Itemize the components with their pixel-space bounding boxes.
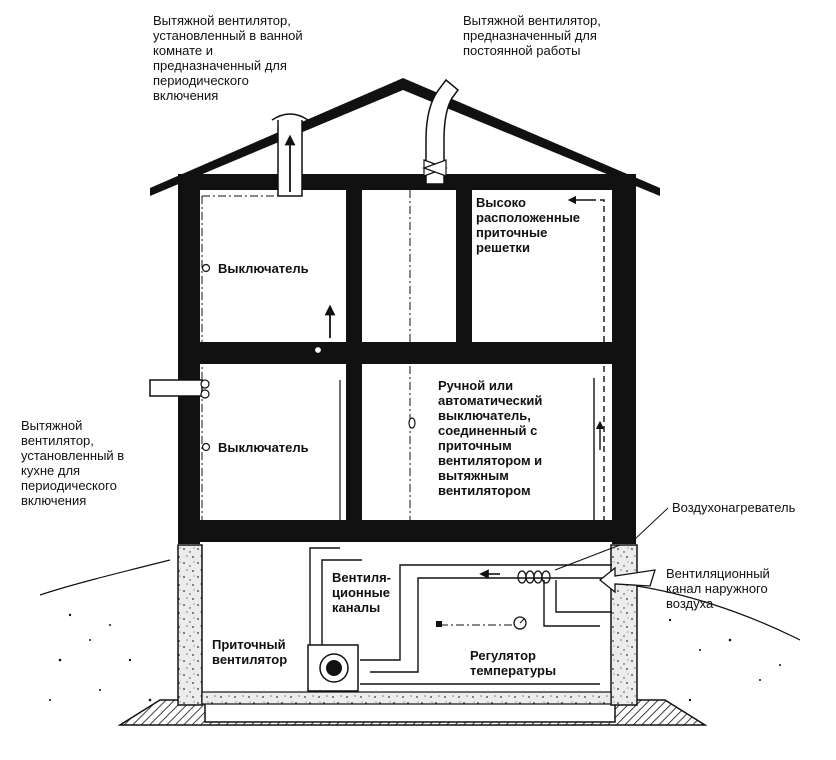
label-kitchen-exhaust-fan: Вытяжной вентилятор, установленный в кух… [21, 418, 125, 508]
control-wiring [201, 190, 518, 626]
partition-upper-left [346, 190, 362, 342]
manual-switch-icon [408, 417, 416, 429]
floor-first [178, 520, 636, 542]
heater-coil-icon [517, 570, 551, 584]
basement-floor [201, 691, 612, 705]
partition-upper-right [456, 190, 472, 342]
label-switch-lower: Выключатель [218, 440, 309, 455]
constant-exhaust-stack [422, 78, 460, 185]
switch-upper-icon [201, 263, 211, 273]
high-supply-grille-duct [567, 195, 605, 522]
thermostat-icon [436, 616, 527, 630]
label-heater: Воздухонагреватель [672, 500, 796, 515]
supply-fan-icon [307, 644, 359, 692]
label-bath-exhaust-fan: Вытяжной вентилятор, установленный в ван… [153, 13, 303, 103]
label-supply-fan: Приточный вентилятор [212, 637, 288, 667]
heater-pipe [554, 544, 621, 571]
outdoor-air-arrow [479, 566, 656, 594]
label-high-supply-grilles: Высоко расположенные приточные решетки [476, 195, 581, 255]
ground-line [39, 559, 801, 641]
supply-arrows [324, 304, 360, 520]
bath-exhaust-stack [271, 113, 309, 197]
ceiling-attic [178, 174, 636, 190]
label-constant-exhaust-fan: Вытяжной вентилятор, предназначенный для… [463, 13, 601, 58]
ground-speckles [49, 613, 781, 702]
label-ventilation-ducts: Вентиля- ционные каналы [332, 570, 392, 615]
label-thermostat: Регулятор температуры [470, 648, 557, 678]
foundation-wall-left [177, 544, 203, 706]
heater-leader [633, 507, 669, 541]
kitchen-exhaust-fan [149, 379, 210, 399]
label-outdoor-air-duct: Вентиляционный канал наружного воздуха [666, 566, 770, 611]
basement-ducts [309, 547, 612, 685]
floor-grille-icon [313, 345, 323, 355]
switch-lower-icon [201, 442, 211, 452]
floor-second [178, 342, 636, 364]
label-switch-upper: Выключатель [218, 261, 309, 276]
label-manual-switch: Ручной или автоматический выключатель, с… [438, 378, 543, 498]
